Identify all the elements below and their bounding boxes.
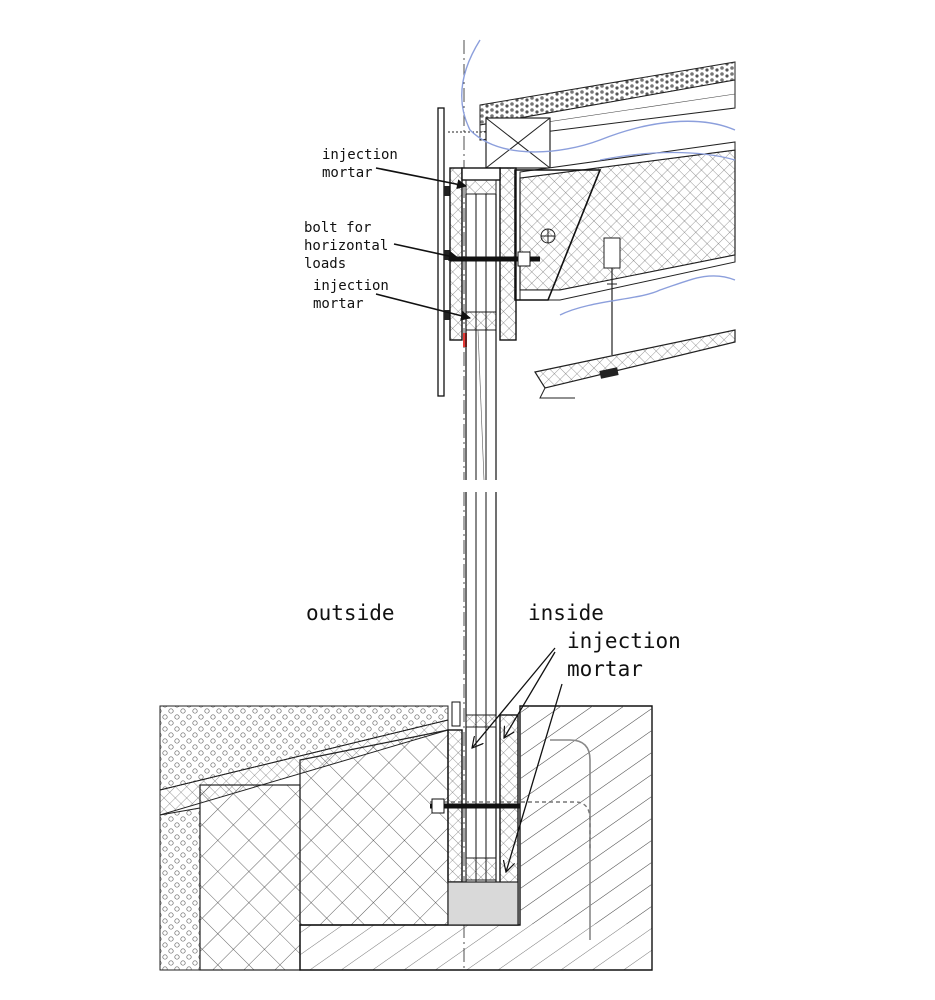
top-label-3-line1: injection <box>313 278 389 294</box>
top-label-1-line1: injection <box>322 147 398 163</box>
blue-curve-bottom <box>559 275 736 316</box>
arrow-bottom-1 <box>472 647 556 748</box>
external-plate <box>437 107 445 397</box>
arrow-top-3 <box>375 293 471 321</box>
blue-curve-top <box>461 39 736 153</box>
top-label-2-line2: horizontal <box>304 238 388 254</box>
top-detail: injection mortar bolt for horizontal loa… <box>304 39 736 481</box>
bottom-label-line1: injection <box>567 629 681 653</box>
top-label-2-line3: loads <box>304 256 346 272</box>
top-label-2-line1: bolt for <box>304 220 371 236</box>
inside-label: inside <box>528 601 604 625</box>
arrow-bottom-3 <box>506 683 563 872</box>
insulation-block-left <box>199 784 301 971</box>
bottom-label-line2: mortar <box>567 657 643 681</box>
insulation-block-right <box>299 729 449 926</box>
arrow-top-2 <box>393 243 459 261</box>
arrow-bottom-2 <box>504 651 556 738</box>
outside-label: outside <box>306 601 395 625</box>
hanger-plate <box>603 237 621 269</box>
top-label-1-line2: mortar <box>322 165 373 181</box>
arrow-top-1 <box>375 167 467 190</box>
ceiling-panel <box>534 329 736 389</box>
top-label-3-line2: mortar <box>313 296 364 312</box>
u-channel-outer-right <box>499 167 517 341</box>
rebar <box>550 739 591 940</box>
bottom-detail: outside inside injection mortar <box>159 492 681 971</box>
